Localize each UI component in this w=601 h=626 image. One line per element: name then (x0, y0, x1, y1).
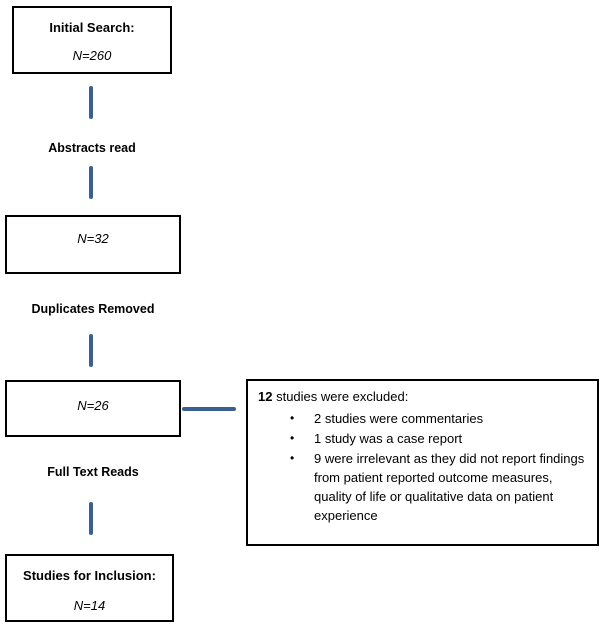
step-duplicates-removed: Duplicates Removed (31, 302, 155, 316)
after-duplicates-box: N=26 (5, 380, 181, 437)
exclusion-list: • 2 studies were commentaries • 1 study … (248, 409, 597, 526)
exclusion-item-text: 9 were irrelevant as they did not report… (314, 451, 585, 523)
exclusion-title: 12 studies were excluded: (258, 389, 408, 404)
step-full-text-reads: Full Text Reads (47, 465, 139, 479)
studies-for-inclusion-title: Studies for Inclusion: (23, 568, 156, 583)
bullet-icon: • (290, 431, 295, 445)
connector-3 (89, 334, 93, 367)
connector-2 (89, 166, 93, 199)
step-abstracts-read: Abstracts read (48, 141, 136, 155)
bullet-icon: • (290, 451, 295, 465)
connector-4 (89, 502, 93, 535)
exclusion-item: • 2 studies were commentaries (248, 409, 597, 428)
exclusion-item: • 1 study was a case report (248, 429, 597, 448)
exclusion-item-text: 1 study was a case report (314, 431, 463, 446)
studies-for-inclusion-box: Studies for Inclusion: N=14 (5, 554, 174, 622)
after-duplicates-count: N=26 (77, 398, 109, 413)
exclusion-title-text: studies were excluded: (272, 389, 409, 404)
after-abstracts-box: N=32 (5, 215, 181, 274)
exclusion-count: 12 (258, 389, 273, 404)
initial-search-title: Initial Search: (49, 20, 135, 35)
initial-search-count: N=260 (72, 48, 112, 63)
exclusion-item-text: 2 studies were commentaries (314, 411, 484, 426)
studies-for-inclusion-count: N=14 (73, 598, 106, 613)
bullet-icon: • (290, 411, 295, 425)
initial-search-box: Initial Search: N=260 (12, 6, 172, 74)
exclusion-box: 12 studies were excluded: • 2 studies we… (246, 379, 599, 546)
after-abstracts-count: N=32 (77, 231, 109, 246)
connector-exclusion (182, 407, 236, 411)
exclusion-item: • 9 were irrelevant as they did not repo… (248, 449, 597, 525)
connector-1 (89, 86, 93, 119)
